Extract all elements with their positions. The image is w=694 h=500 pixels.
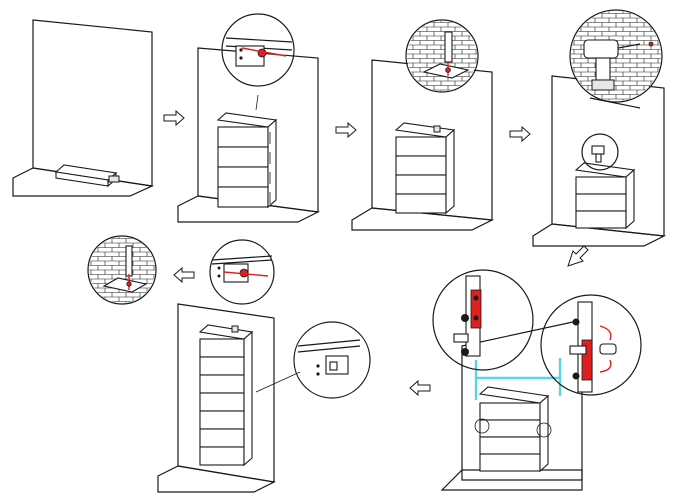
magnifier-circle	[405, 19, 479, 93]
arrow-right	[509, 125, 531, 143]
floor	[157, 465, 276, 493]
bracket-right-detail	[569, 301, 617, 393]
step-7-panel	[87, 235, 275, 305]
magnifier-circle-small	[581, 133, 619, 171]
bracket-screw-detail	[211, 255, 273, 283]
arrow-down-left	[567, 245, 589, 267]
floor	[12, 167, 155, 197]
top-bracket-detail	[297, 339, 361, 376]
battery-stack	[394, 122, 456, 215]
bracket-detail	[225, 37, 293, 67]
step-2-panel	[177, 13, 321, 223]
drill-detail	[571, 11, 661, 109]
arrow-left	[409, 379, 431, 397]
battery-stack	[574, 162, 636, 230]
step-3-panel	[351, 19, 495, 231]
cyan-guide-line	[474, 358, 562, 380]
screw-bracket-detail	[407, 21, 477, 91]
magnifier-circle	[432, 269, 534, 371]
step-6-panel	[157, 303, 371, 493]
magnifier-circle	[540, 294, 642, 396]
screw-bracket-detail	[89, 237, 155, 303]
drill-small-icon	[591, 145, 605, 163]
battery-stack	[198, 324, 254, 467]
base-plate	[54, 164, 120, 188]
cyan-guide-line	[474, 378, 562, 400]
battery-stack	[216, 112, 278, 209]
floor	[440, 469, 583, 491]
floor	[177, 195, 321, 223]
brick-wall	[32, 19, 153, 187]
step-4-panel	[532, 9, 667, 247]
magnifier-circle	[221, 13, 295, 87]
arrow-right	[335, 121, 357, 139]
arrow-left	[173, 266, 195, 284]
step-5-panel	[432, 269, 642, 491]
magnifier-circle	[87, 235, 157, 305]
floor	[351, 207, 495, 231]
arrow-right	[163, 109, 185, 127]
magnifier-circle	[569, 9, 663, 103]
bracket-left-detail	[453, 275, 482, 357]
magnifier-circle	[209, 239, 275, 305]
floor	[532, 223, 667, 247]
battery-stack	[478, 386, 550, 473]
magnifier-circle	[293, 321, 371, 399]
step-1-panel	[12, 19, 155, 197]
